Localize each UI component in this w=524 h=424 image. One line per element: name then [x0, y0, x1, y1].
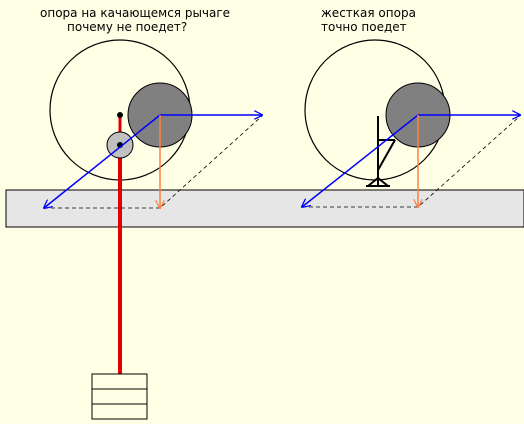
weight-stack — [91, 373, 148, 420]
ground-strip — [5, 189, 524, 228]
lever-pivot — [117, 112, 123, 118]
rigid-support — [366, 116, 396, 187]
right-caption-line1: жесткая опора — [321, 6, 416, 20]
left-caption-line2: почему не поедет? — [67, 20, 188, 34]
right-force-diagonal-arrow — [302, 114, 419, 207]
right-wheel-assembly — [302, 39, 520, 207]
left-caption-line1: опора на качающемся рычаге — [40, 6, 231, 20]
right-caption-line2: точно поедет — [321, 20, 407, 34]
left-wheel-assembly — [44, 39, 262, 420]
left-force-diagonal-arrow — [44, 114, 161, 208]
